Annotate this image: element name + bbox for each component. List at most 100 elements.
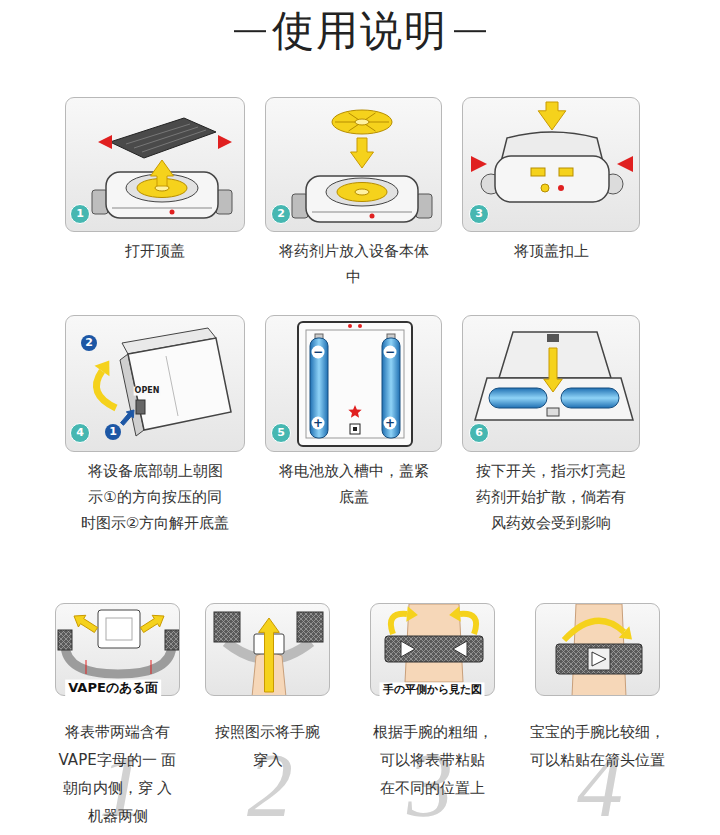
step-caption: 将电池放入槽中，盖紧 底盖 xyxy=(278,458,430,510)
device-top-view xyxy=(588,648,610,670)
device-body xyxy=(306,176,418,222)
curved-arrow-head xyxy=(449,606,461,622)
step-panel: 将药剂片放入设备本体 中 xyxy=(265,97,442,292)
repellent-pad xyxy=(337,183,387,202)
battery xyxy=(310,338,328,438)
step-number: 1 xyxy=(70,204,90,224)
wrist-strap xyxy=(385,636,483,662)
view-note: 手の平側から見た図 xyxy=(380,682,485,697)
step-caption: 将表带两端含有 VAPE字母的一 面朝向内侧，穿 入机器两侧 xyxy=(57,718,179,830)
battery-polarity: − xyxy=(312,346,325,359)
red-marker xyxy=(218,135,232,149)
device-window xyxy=(106,618,132,640)
step-panel: 按照图示将手腕 穿入 xyxy=(205,603,330,776)
clip-tab xyxy=(559,168,573,176)
pad-center xyxy=(355,119,369,125)
device-base-line xyxy=(312,212,412,213)
step-number: 5 xyxy=(271,423,291,443)
top-lid xyxy=(110,118,216,158)
step-caption: 打开顶盖 xyxy=(79,238,231,264)
step-number: 3 xyxy=(469,204,489,224)
switch-core xyxy=(353,427,357,431)
strap-tab xyxy=(453,641,467,657)
illustration-panel xyxy=(535,603,660,696)
illustration xyxy=(463,316,640,452)
pad-center xyxy=(355,189,369,195)
illustration xyxy=(66,98,245,232)
title-rule xyxy=(234,30,266,32)
battery xyxy=(561,388,619,408)
direction-arrow xyxy=(74,615,98,632)
strap-end xyxy=(165,630,179,650)
title-rule xyxy=(454,30,486,32)
step-panel: 将电池放入槽中，盖紧 底盖 xyxy=(265,315,442,512)
battery xyxy=(489,388,547,408)
page-title: 使用说明 xyxy=(272,6,448,56)
step-number: 4 xyxy=(70,423,90,443)
direction-arrow xyxy=(140,615,164,632)
step-caption: 根据手腕的粗细， 可以将表带粘贴 在不同的位置上 xyxy=(372,718,494,802)
red-marker xyxy=(471,156,487,172)
illustration xyxy=(266,98,442,232)
step-caption: 宝宝的手腕比较细， 可以粘贴在箭头位置 xyxy=(528,718,668,774)
step-panel: 按下开关，指示灯亮起 药剂开始扩散，倘若有 风药效会受到影响 xyxy=(462,315,640,538)
red-star xyxy=(348,405,361,418)
illustration-panel xyxy=(65,97,245,232)
curved-arrow-shaft xyxy=(391,614,407,634)
indicator-light xyxy=(170,210,175,215)
illustration-panel xyxy=(205,603,330,696)
clip-tab xyxy=(531,168,545,176)
strap-end xyxy=(58,630,72,650)
curved-arrow-head xyxy=(619,626,632,639)
indicator-light xyxy=(370,214,375,219)
battery xyxy=(382,338,400,438)
repellent-pad xyxy=(332,110,392,134)
step-panel: 根据手腕的粗细， 可以将表带粘贴 在不同的位置上 xyxy=(370,603,495,804)
illustration xyxy=(463,98,640,232)
battery-polarity: + xyxy=(312,417,325,430)
release-button xyxy=(136,400,145,414)
spring-part xyxy=(547,334,559,342)
direction-arrow xyxy=(538,102,566,130)
step-caption: 将药剂片放入设备本体 中 xyxy=(278,238,430,290)
step-panel: 宝宝的手腕比较细， 可以粘贴在箭头位置 xyxy=(535,603,660,776)
step-caption: 将设备底部朝上朝图 示①的方向按压的同 时图示②方向解开底盖 xyxy=(79,458,231,536)
step-number: 2 xyxy=(271,204,291,224)
indicator-light xyxy=(558,185,564,191)
battery-frame xyxy=(298,322,412,446)
part-name: OPEN xyxy=(134,387,161,396)
step-panel: 将表带两端含有 VAPE字母的一 面朝向内侧，穿 入机器两侧 xyxy=(55,603,180,832)
device-body xyxy=(495,156,609,202)
step-caption: 按照图示将手腕 穿入 xyxy=(207,718,329,774)
wrist-strap xyxy=(556,644,642,674)
strap-tab xyxy=(401,641,415,657)
switch-button xyxy=(541,184,549,192)
device-well xyxy=(326,178,398,206)
curved-arrow-shaft xyxy=(96,371,116,408)
device-top-view xyxy=(98,610,140,648)
callout-number: 2 xyxy=(81,335,97,351)
illustration-panel xyxy=(265,97,442,232)
curved-arrow-head xyxy=(95,361,110,377)
battery-polarity: + xyxy=(384,417,397,430)
illustration xyxy=(536,604,660,696)
strap-end xyxy=(297,612,323,642)
strap-note: VAPEのある面 xyxy=(65,680,161,697)
illustration xyxy=(206,604,330,696)
curved-arrow-shaft xyxy=(460,614,476,634)
device-bottom-cover xyxy=(128,338,231,430)
step-number: 6 xyxy=(469,423,489,443)
direction-arrow xyxy=(259,618,280,692)
red-marker xyxy=(98,135,112,149)
strap-tab xyxy=(592,652,606,666)
red-dot xyxy=(358,324,362,328)
callout-number: 1 xyxy=(105,424,121,440)
illustration xyxy=(266,316,442,452)
step-caption: 将顶盖扣上 xyxy=(475,238,627,264)
direction-arrow xyxy=(151,160,174,186)
red-marker xyxy=(617,156,633,172)
curved-arrow-head xyxy=(406,606,418,622)
battery-bay xyxy=(306,330,404,438)
red-leader xyxy=(86,660,151,674)
device-base-line xyxy=(112,208,212,209)
